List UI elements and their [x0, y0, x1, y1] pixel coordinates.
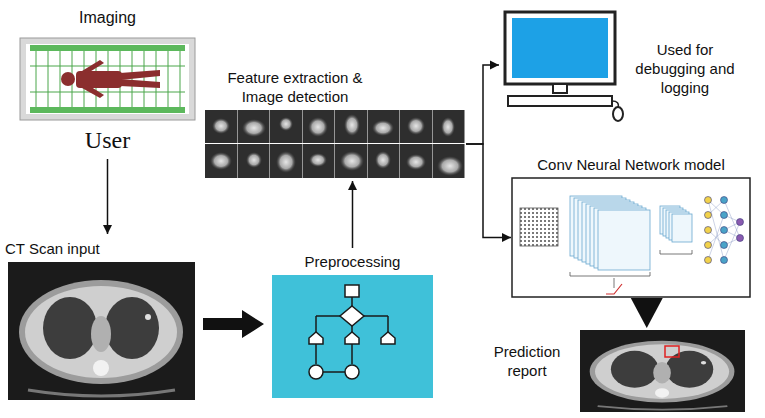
panel-heading: Imaging: [20, 8, 195, 27]
side-label: Prediction report: [482, 342, 572, 380]
arrowhead: [348, 181, 357, 190]
user-label: User: [20, 126, 195, 154]
panel-heading: CT Scan input: [5, 239, 155, 258]
preprocessing-icon: [272, 275, 433, 398]
connector: [203, 310, 264, 338]
text-holder: Used for debugging and logging: [628, 40, 742, 97]
feature-patches: [205, 110, 465, 178]
arrowhead: [490, 61, 499, 70]
connector: [466, 144, 511, 242]
image-strip: Feature extraction & Image detection: [205, 110, 465, 178]
cnn-illustration: [512, 178, 750, 297]
prediction-image: [580, 330, 745, 412]
ct-scan-image: [8, 262, 195, 400]
arrowhead: [103, 225, 112, 234]
panel-heading: Conv Neural Network model: [526, 155, 736, 174]
block-arrow: [203, 310, 264, 338]
connector: [348, 181, 357, 248]
arrowhead: [502, 233, 511, 242]
connector: [466, 61, 499, 145]
connector: [631, 298, 663, 328]
imaging-panel: ImagingUser: [20, 38, 195, 120]
text-holder: Prediction report: [482, 342, 572, 380]
text-holder: Preprocessing: [272, 252, 433, 271]
connector: [103, 159, 112, 234]
side-label: Used for debugging and logging: [628, 40, 742, 97]
model-box: Conv Neural Network model: [512, 178, 750, 297]
text-holder: Conv Neural Network model: [526, 155, 736, 174]
image-panel: Prediction report: [580, 330, 745, 412]
connector-line: [352, 181, 354, 248]
text-holder: User: [20, 126, 195, 154]
scanner-illustration: [20, 38, 195, 120]
text-holder: Feature extraction & Image detection: [215, 68, 375, 106]
text-holder: Imaging: [20, 8, 195, 27]
connector-line: [107, 159, 109, 234]
panel-heading: Preprocessing: [272, 252, 433, 271]
computer-node: Used for debugging and logging: [500, 10, 620, 120]
triangle-arrow: [631, 298, 663, 328]
connector-line: [466, 65, 499, 144]
panel-heading: Feature extraction & Image detection: [215, 68, 375, 106]
image-panel: CT Scan input: [8, 262, 195, 400]
computer-icon: [505, 12, 623, 121]
connector-line: [466, 144, 511, 238]
text-holder: CT Scan input: [5, 239, 155, 258]
process-box: Preprocessing: [272, 275, 433, 398]
